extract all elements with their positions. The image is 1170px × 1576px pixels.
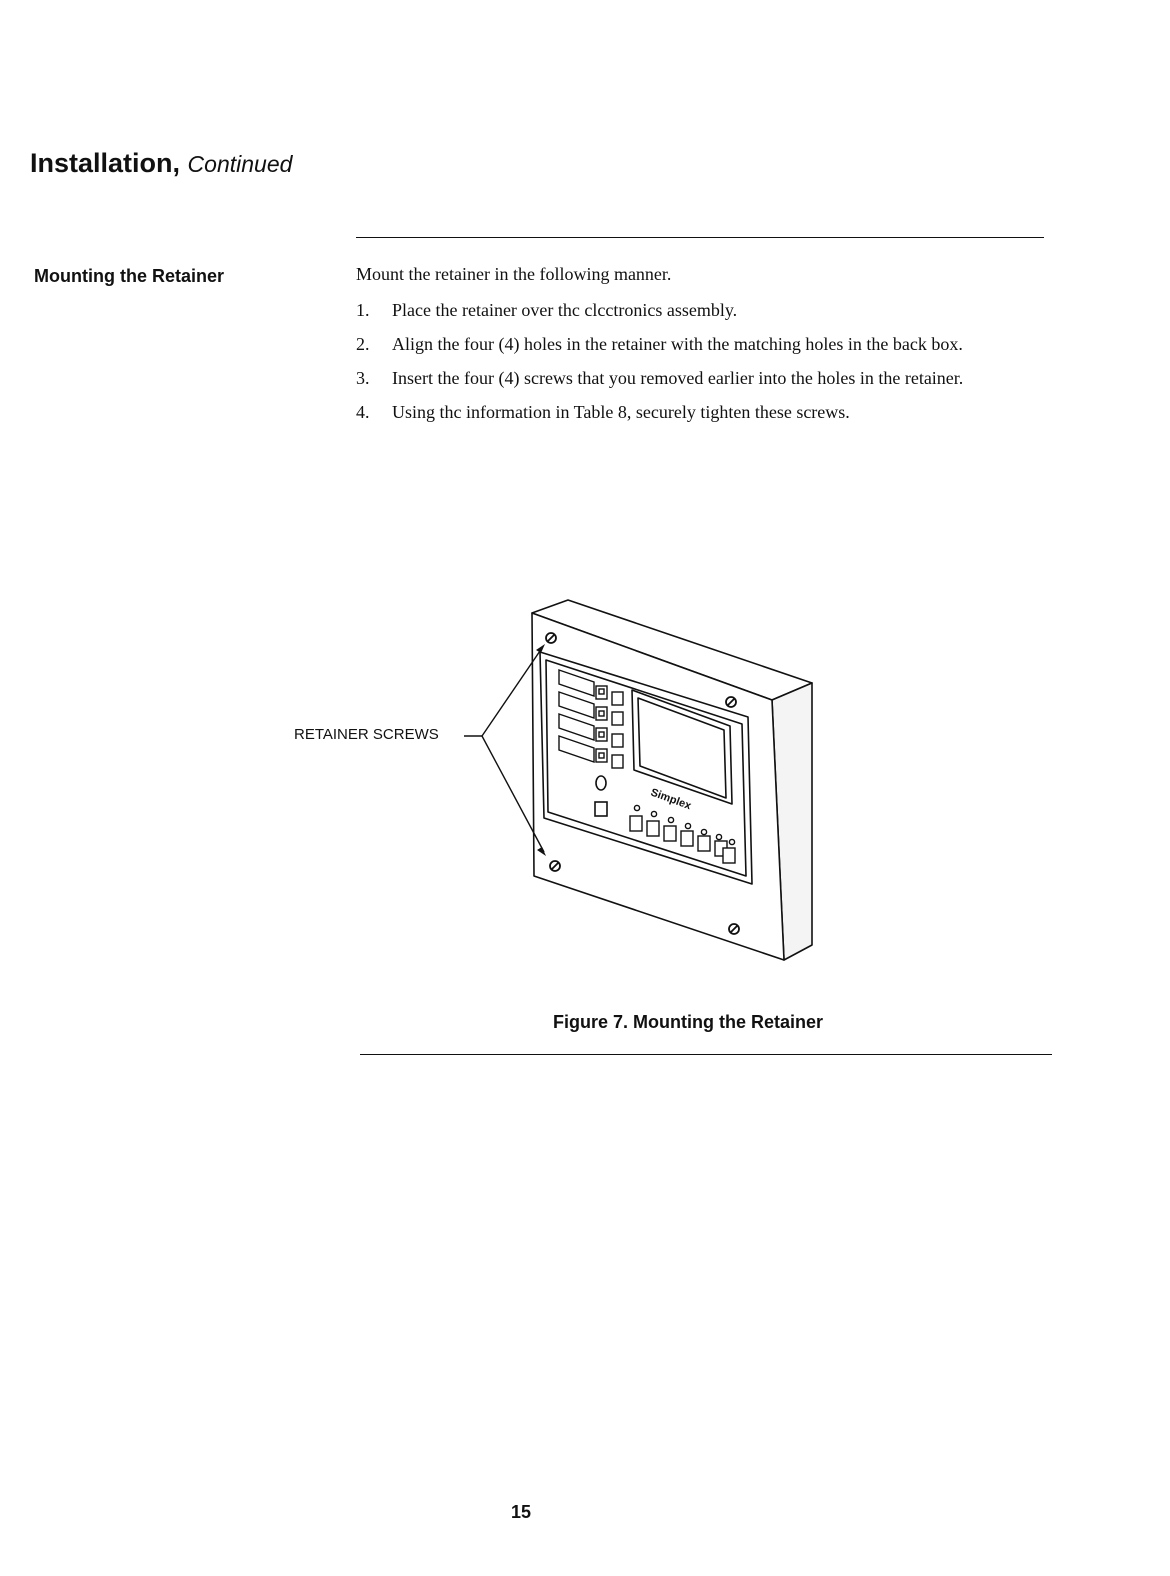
retainer-figure: Simplex [464,599,813,961]
page-number: 15 [511,1502,532,1522]
keypad-keys [595,685,624,769]
retainer-plate [531,612,785,961]
steps-list: 1. Place the retainer over thc clcctroni… [356,298,976,434]
page-heading-title: Installation, [30,148,181,178]
step-number: 1. [356,300,370,320]
figure-callout-label: RETAINER SCREWS [294,726,439,743]
indicator-bars [558,669,595,763]
step-item: 2. Align the four (4) holes in the retai… [356,332,976,356]
step-item: 1. Place the retainer over thc clcctroni… [356,298,976,322]
button-row [629,804,736,864]
bottom-divider [360,1054,1052,1055]
step-number: 3. [356,368,370,388]
screw-icon [728,923,740,935]
top-divider [356,237,1044,238]
square-key [594,801,608,817]
section-heading: Mounting the Retainer [34,266,224,286]
display-window [631,689,733,805]
figure-caption: Figure 7. Mounting the Retainer [553,1012,824,1032]
zero-key [595,775,607,791]
display-window-inner [637,697,727,799]
arrowhead-icon [536,644,546,856]
screw-icon [545,632,557,644]
intro-text: Mount the retainer in the following mann… [356,264,672,284]
page-heading: Installation, Continued [30,148,292,179]
step-number: 2. [356,334,370,354]
step-text: Insert the four (4) screws that you remo… [392,368,964,388]
callout-leaders [464,647,545,853]
step-text: Place the retainer over thc clcctronics … [392,300,738,320]
bezel-inner [545,659,747,877]
step-number: 4. [356,402,370,422]
step-text: Align the four (4) holes in the retainer… [392,334,963,354]
bezel-outer [539,651,753,885]
screw-icon [549,860,561,872]
step-item: 3. Insert the four (4) screws that you r… [356,366,976,390]
screw-icon [725,696,737,708]
step-text: Using thc information in Table 8, secure… [392,402,850,422]
retainer-screws [545,632,740,935]
page-heading-continued: Continued [187,151,293,177]
step-item: 4. Using thc information in Table 8, sec… [356,400,976,424]
